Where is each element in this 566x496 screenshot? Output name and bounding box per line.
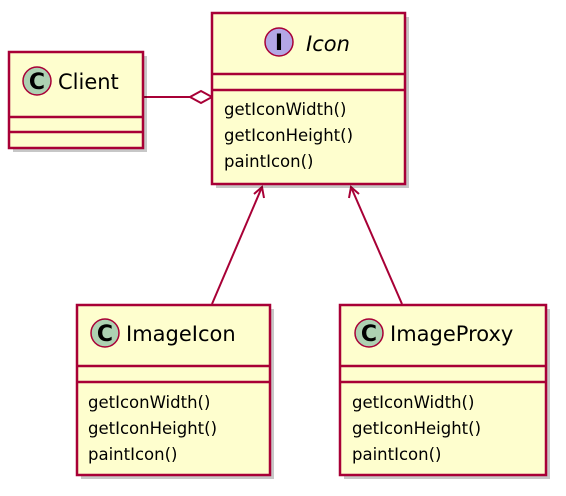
- class-box: [7, 50, 145, 150]
- method-label: paintIcon(): [224, 152, 313, 171]
- method-label: getIconHeight(): [352, 419, 481, 438]
- stereotype-letter: I: [275, 31, 283, 56]
- method-label: getIconWidth(): [88, 393, 210, 412]
- class-name: Client: [58, 70, 119, 94]
- class-stereotype-icon: [22, 66, 52, 96]
- interface-name: Icon: [306, 32, 350, 56]
- class-client[interactable]: C Client: [7, 50, 147, 152]
- stereotype-letter: C: [97, 322, 113, 347]
- aggregation-diamond-icon: [187, 89, 215, 105]
- association-line: [350, 186, 403, 305]
- interface-stereotype-icon: [264, 27, 294, 57]
- method-label: getIconWidth(): [352, 393, 474, 412]
- class-imageicon[interactable]: C ImageIcon getIconWidth() getIconHeight…: [75, 303, 274, 479]
- method-label: getIconHeight(): [224, 126, 353, 145]
- method-label: paintIcon(): [88, 445, 177, 464]
- class-name: ImageIcon: [126, 322, 236, 346]
- association-line: [211, 186, 263, 305]
- arrowhead-icon: [348, 185, 360, 199]
- edge-imageicon-icon: [211, 185, 265, 305]
- class-stereotype-icon: [354, 318, 384, 348]
- arrowhead-icon: [253, 185, 265, 199]
- class-box: [210, 11, 407, 186]
- method-label: getIconWidth(): [224, 100, 346, 119]
- interface-icon[interactable]: I Icon getIconWidth() getIconHeight() pa…: [210, 11, 409, 188]
- edge-imageproxy-icon: [348, 185, 403, 305]
- class-name: ImageProxy: [390, 322, 513, 346]
- stereotype-letter: C: [29, 70, 45, 95]
- class-stereotype-icon: [90, 318, 120, 348]
- edge-client-icon-aggregation: [144, 89, 215, 105]
- stereotype-letter: C: [361, 322, 377, 347]
- method-label: paintIcon(): [352, 445, 441, 464]
- method-label: getIconHeight(): [88, 419, 217, 438]
- class-imageproxy[interactable]: C ImageProxy getIconWidth() getIconHeigh…: [338, 303, 550, 479]
